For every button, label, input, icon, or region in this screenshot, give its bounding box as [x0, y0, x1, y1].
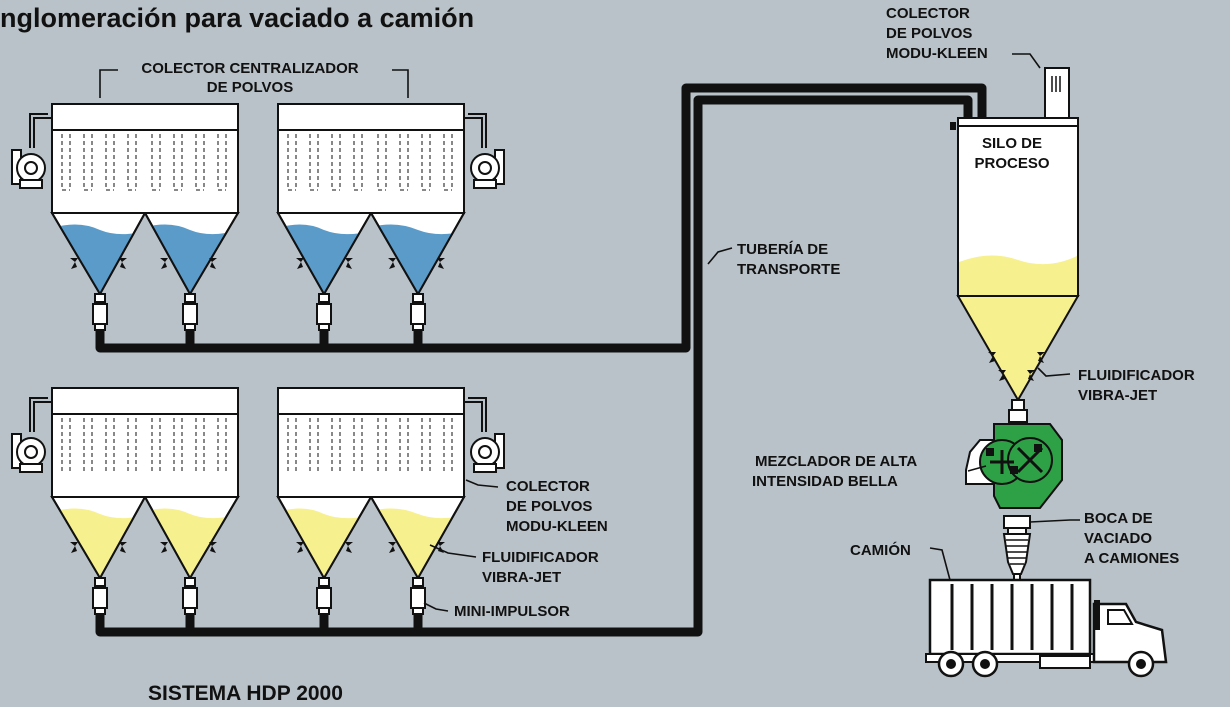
label-colector-centralizador-1: COLECTOR CENTRALIZADOR — [141, 60, 358, 77]
label-mezclador-2: INTENSIDAD BELLA — [752, 473, 898, 490]
exhaust-fan-icon — [470, 433, 505, 473]
label-mezclador-1: MEZCLADOR DE ALTA — [755, 453, 917, 470]
label-colector-centralizador-2: DE POLVOS — [207, 79, 293, 96]
label-fluidificador-right-2: VIBRA-JET — [1078, 387, 1157, 404]
bella-mixer — [965, 423, 1063, 509]
system-name: SISTEMA HDP 2000 — [148, 682, 343, 705]
exhaust-fan-icon — [11, 149, 46, 189]
label-fluidificador-lower-2: VIBRA-JET — [482, 569, 561, 586]
exhaust-fan-icon — [470, 149, 505, 189]
label-boca-2: VACIADO — [1084, 530, 1152, 547]
label-colector-lower-3: MODU-KLEEN — [506, 518, 608, 535]
label-tuberia-2: TRANSPORTE — [737, 261, 840, 278]
silo-nozzles — [988, 352, 1045, 381]
lower-collector-left — [11, 387, 240, 581]
label-fluidificador-lower-1: FLUIDIFICADOR — [482, 549, 599, 566]
label-colector-lower-1: COLECTOR — [506, 478, 590, 495]
label-mini-impulsor: MINI-IMPULSOR — [454, 603, 570, 620]
truck-loading-spout — [1002, 515, 1032, 583]
label-fluidificador-right-1: FLUIDIFICADOR — [1078, 367, 1195, 384]
label-silo-1: SILO DE — [982, 135, 1042, 152]
label-camion: CAMIÓN — [850, 541, 911, 559]
exhaust-fan-icon — [11, 433, 46, 473]
process-silo — [950, 67, 1080, 423]
label-boca-1: BOCA DE — [1084, 510, 1153, 527]
conveying-pipes — [95, 83, 987, 637]
pipe-risers — [185, 328, 423, 632]
label-colector-lower-2: DE POLVOS — [506, 498, 592, 515]
lower-collector-right — [276, 387, 505, 581]
upper-collector-right — [276, 103, 505, 297]
label-colector-top-2: DE POLVOS — [886, 25, 972, 42]
mini-impulsors-lower — [92, 577, 426, 615]
truck-icon — [925, 578, 1168, 678]
vibra-jet-nozzles-upper — [70, 258, 445, 269]
callout-leaders — [99, 53, 1080, 612]
upper-collector-left — [11, 103, 240, 297]
label-tuberia-1: TUBERÍA DE — [737, 241, 828, 258]
label-colector-top-3: MODU-KLEEN — [886, 45, 988, 62]
vibra-jet-nozzles-lower — [70, 542, 445, 553]
mini-impulsors-upper — [92, 293, 426, 331]
label-silo-2: PROCESO — [974, 155, 1049, 172]
page-title: nglomeración para vaciado a camión — [0, 3, 474, 33]
label-colector-top-1: COLECTOR — [886, 5, 970, 22]
label-boca-3: A CAMIONES — [1084, 550, 1179, 567]
